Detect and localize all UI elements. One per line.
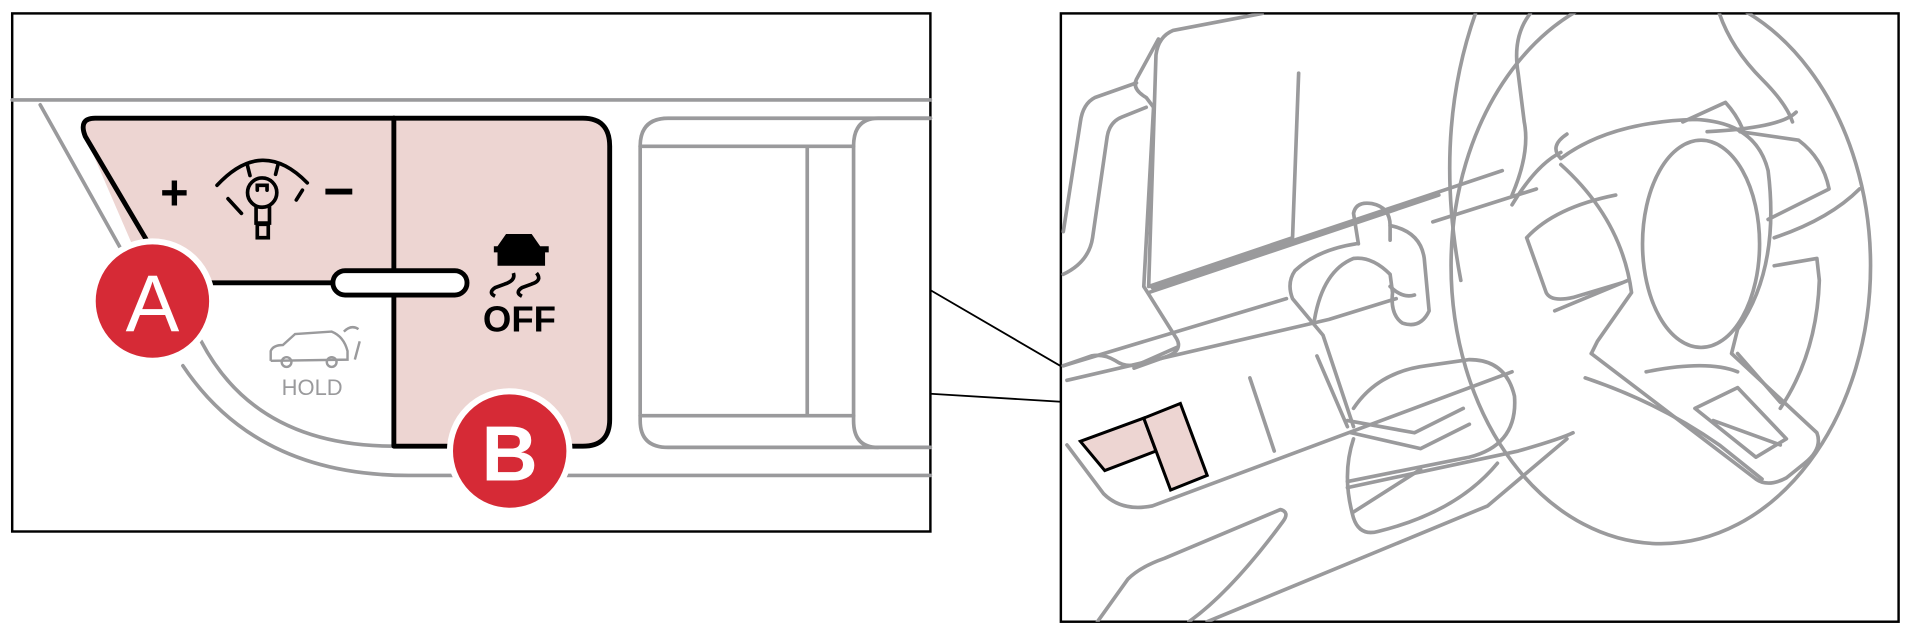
svg-text:A: A: [126, 260, 180, 350]
minus-icon: −: [323, 162, 354, 222]
steering-wheel-hub: [1640, 138, 1762, 350]
highlighted-switch-b[interactable]: [1141, 401, 1210, 493]
button-divider-slot: [330, 268, 470, 298]
overview-panel: [1059, 12, 1900, 623]
auto-hold-car-icon: [269, 325, 361, 369]
traction-control-off-button[interactable]: [393, 118, 610, 447]
callout-a: A: [89, 238, 216, 364]
steering-wheel-rim: [1449, 13, 1873, 546]
headlight-level-icon: [215, 158, 310, 240]
detail-panel: + − OFF HOLD A B: [10, 12, 933, 533]
hold-label: HOLD: [282, 375, 343, 400]
dashboard-drawing: [1061, 13, 1873, 622]
off-label: OFF: [483, 299, 556, 340]
plus-icon: +: [160, 167, 188, 221]
traction-control-icon: [489, 234, 549, 298]
svg-text:B: B: [482, 409, 538, 497]
callout-b: B: [446, 388, 573, 514]
